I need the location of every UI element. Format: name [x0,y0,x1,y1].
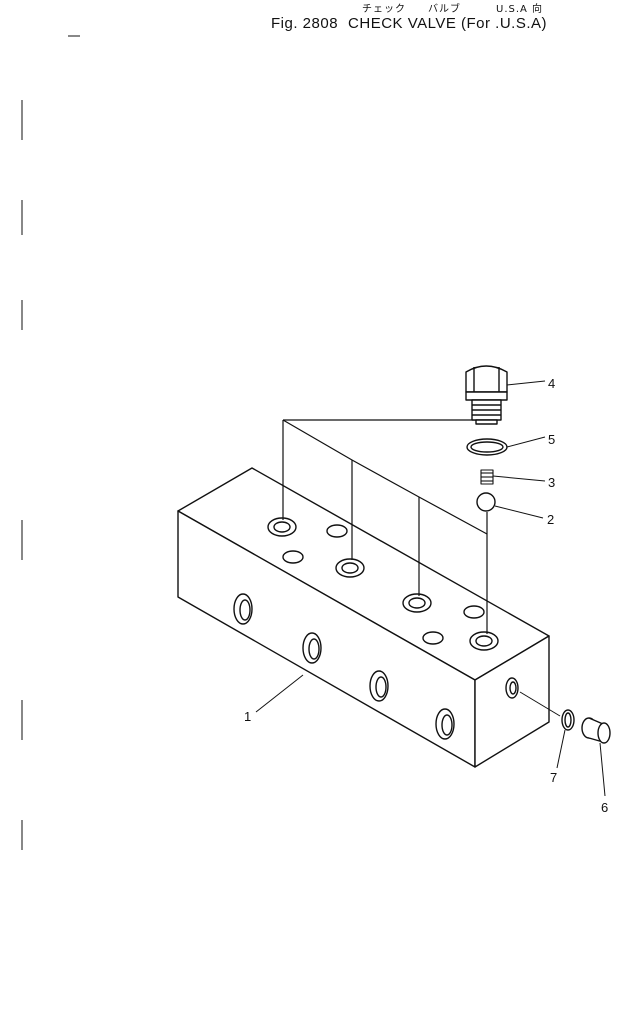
valve-body-block [177,467,550,768]
end-face-port [505,677,519,699]
location-bracket [282,419,488,634]
plug-part-6 [581,717,611,744]
leader-lines [255,380,606,797]
japanese-title-valve: バルブ [428,4,461,15]
japanese-region-note: U.S.A 向 [496,4,544,15]
figure-header: チェック バルブ U.S.A 向 Fig. 2808 CHECK VALVE (F… [0,0,638,40]
callout-2: 2 [547,512,554,527]
ball-part-2 [476,492,496,512]
o-ring-part-5 [466,438,508,456]
spring-part-3 [480,469,494,485]
callout-7: 7 [550,770,557,785]
plug-part-4 [465,365,508,425]
callout-4: 4 [548,376,555,391]
callout-3: 3 [548,475,555,490]
top-plain-holes [282,524,485,645]
callout-5: 5 [548,432,555,447]
front-face-ports [233,593,455,740]
figure-title: Fig. 2808 CHECK VALVE (For .U.S.A) [271,15,557,32]
figure-number: Fig. 2808 [271,15,339,32]
figure-name: CHECK VALVE (For .U.S.A) [348,15,548,32]
callout-6: 6 [601,800,608,815]
o-ring-part-7 [561,709,575,731]
top-threaded-ports [267,517,499,651]
callout-labels: 4 5 3 2 1 7 6 [244,376,608,815]
japanese-title-check: チェック [362,4,406,15]
callout-1: 1 [244,709,251,724]
scan-edge-marks [21,35,80,850]
